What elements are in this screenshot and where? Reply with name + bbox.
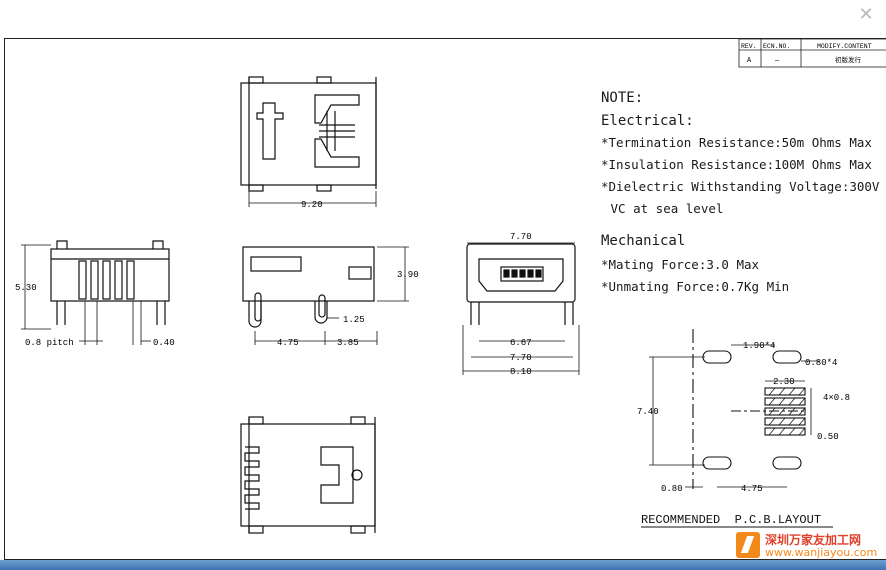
pcb-dim-pitch: 4×0.8	[823, 393, 850, 403]
title-rev-value: A	[747, 57, 752, 65]
pcb-pad-hatch	[768, 387, 806, 436]
title-ecn-value: —	[774, 57, 780, 65]
electrical-line-1: *Termination Resistance:50m Ohms Max	[601, 135, 872, 150]
watermark-url: www.wanjiayou.com	[765, 546, 878, 559]
close-icon[interactable]: ✕	[858, 4, 874, 24]
title-header-rev: REV.	[741, 43, 757, 50]
pcb-dim-left: 0.80	[661, 484, 683, 494]
dim-front-height: 5.30	[15, 283, 37, 293]
drawing-sheet: REV. ECN.NO. MODIFY.CONTENT A — 初版发行	[4, 38, 886, 560]
side-view-dimensions	[254, 246, 409, 345]
top-view	[240, 76, 377, 192]
mechanical-heading: Mechanical	[601, 233, 685, 249]
end-view	[466, 243, 576, 325]
dim-end-c: 8.10	[510, 367, 532, 377]
dim-end-a: 6.67	[510, 338, 532, 348]
dim-side-b: 3.85	[337, 338, 359, 348]
dim-side-c: 1.25	[343, 315, 365, 325]
electrical-line-2: *Insulation Resistance:100M Ohms Max	[601, 157, 872, 172]
electrical-heading: Electrical:	[601, 113, 694, 129]
front-view-dimensions	[21, 244, 151, 345]
side-view	[242, 246, 375, 328]
pcb-caption: RECOMMENDED P.C.B.LAYOUT	[641, 513, 821, 527]
end-view-dimensions	[462, 242, 580, 375]
pcb-dim-pad-len: 2.30	[773, 377, 795, 387]
notes-block: NOTE: Electrical: *Termination Resistanc…	[601, 90, 880, 294]
electrical-line-3: *Dielectric Withstanding Voltage:300V	[601, 179, 880, 194]
pcb-dim-slot-w: 0.80*4	[805, 358, 837, 368]
bottom-view	[240, 416, 376, 534]
watermark: 深圳万家友加工网 www.wanjiayou.com	[736, 530, 886, 562]
technical-drawing: REV. ECN.NO. MODIFY.CONTENT A — 初版发行	[15, 38, 886, 534]
mechanical-line-2: *Unmating Force:0.7Kg Min	[601, 279, 789, 294]
mechanical-line-1: *Mating Force:3.0 Max	[601, 257, 760, 272]
title-modify-value: 初版发行	[835, 55, 862, 64]
dim-side-height: 3.90	[397, 270, 419, 280]
pcb-dim-pad-gap: 0.50	[817, 432, 839, 442]
pcb-layout	[692, 329, 806, 489]
dim-end-b: 7.70	[510, 353, 532, 363]
dim-top-width: 9.20	[301, 200, 323, 210]
dim-pin-width: 0.40	[153, 338, 175, 348]
taskbar-strip	[0, 560, 886, 570]
pcb-dimensions	[649, 344, 819, 488]
pcb-dim-slot: 1.90*4	[743, 341, 775, 351]
watermark-logo	[736, 532, 760, 558]
note-heading: NOTE:	[601, 90, 643, 106]
electrical-line-4: VC at sea level	[603, 201, 723, 216]
dim-end-top: 7.70	[510, 232, 532, 242]
front-view	[50, 240, 170, 325]
dim-pitch: 0.8 pitch	[25, 338, 74, 348]
title-header-ecn: ECN.NO.	[763, 43, 790, 50]
pcb-dim-height: 7.40	[637, 407, 659, 417]
watermark-chinese: 深圳万家友加工网	[765, 533, 862, 547]
pcb-dim-span: 4.75	[741, 484, 763, 494]
top-view-dimension	[248, 191, 377, 207]
title-block	[738, 38, 886, 68]
dim-side-a: 4.75	[277, 338, 299, 348]
title-header-modify: MODIFY.CONTENT	[817, 43, 872, 50]
